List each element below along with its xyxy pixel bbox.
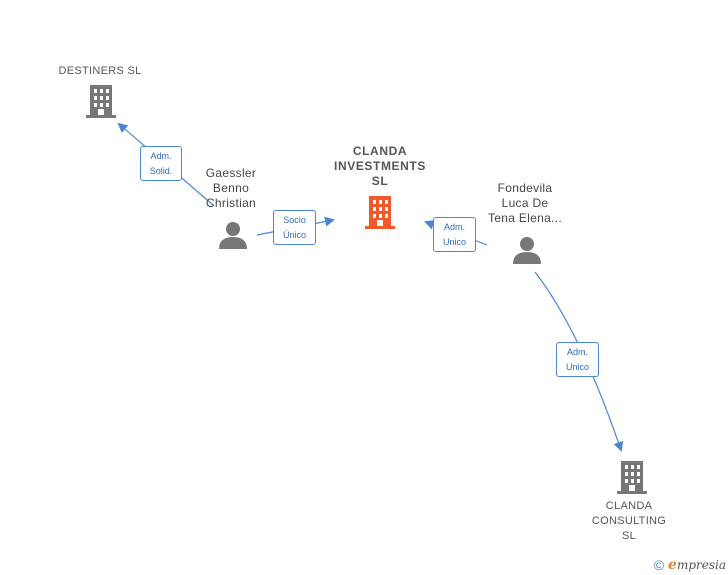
edge-label-line: Socio xyxy=(283,215,306,225)
label-fondevila[interactable]: Fondevila Luca De Tena Elena... xyxy=(474,181,576,226)
edge-label-line: Único xyxy=(282,230,306,240)
building-icon-clanda-investments[interactable] xyxy=(365,196,395,229)
label-gaessler[interactable]: Gaessler Benno Christian xyxy=(190,166,272,211)
label-line: Benno xyxy=(212,181,250,195)
label-line: CLANDA xyxy=(605,500,653,512)
label-line: Luca De xyxy=(501,196,549,210)
label-line: CONSULTING xyxy=(591,515,667,527)
label-line: Fondevila xyxy=(497,181,553,195)
label-line: CLANDA xyxy=(352,144,408,158)
label-line: INVESTMENTS xyxy=(334,159,426,173)
label-line: Tena Elena... xyxy=(488,211,562,225)
label-line: Gaessler xyxy=(205,166,257,180)
brand-initial: e xyxy=(668,557,677,573)
brand-rest: mpresia xyxy=(676,558,726,572)
edge-label-line: Adm. xyxy=(566,347,588,357)
label-line: SL xyxy=(621,530,637,542)
edge-label-adm-solid[interactable]: Adm. Solid. xyxy=(140,146,182,181)
edge-label-adm-unico-2[interactable]: Adm. Unico xyxy=(556,342,599,377)
copyright-icon: © xyxy=(653,557,665,573)
empresia-logo[interactable]: empresia xyxy=(668,557,726,573)
edge-label-line: Solid. xyxy=(149,166,173,176)
label-line: Christian xyxy=(205,196,257,210)
label-line: SL xyxy=(371,174,389,188)
label-clanda-investments[interactable]: CLANDA INVESTMENTS SL xyxy=(320,144,440,189)
building-icon-destiners[interactable] xyxy=(86,85,116,118)
label-destiners[interactable]: DESTINERS SL xyxy=(58,65,142,77)
label-clanda-consulting[interactable]: CLANDA CONSULTING SL xyxy=(572,499,686,544)
person-icon-fondevila[interactable] xyxy=(513,237,541,264)
edge-label-line: Adm. xyxy=(150,151,172,161)
footer-brand: © empresia xyxy=(654,557,726,573)
edge-label-line: Unico xyxy=(565,362,589,372)
edge-label-line: Unico xyxy=(442,237,466,247)
person-icon-gaessler[interactable] xyxy=(219,222,247,249)
edge-label-line: Adm. xyxy=(443,222,465,232)
edge-label-adm-unico-1[interactable]: Adm. Unico xyxy=(433,217,476,252)
building-icon-clanda-consulting[interactable] xyxy=(617,461,647,494)
edge-label-socio-unico[interactable]: Socio Único xyxy=(273,210,316,245)
